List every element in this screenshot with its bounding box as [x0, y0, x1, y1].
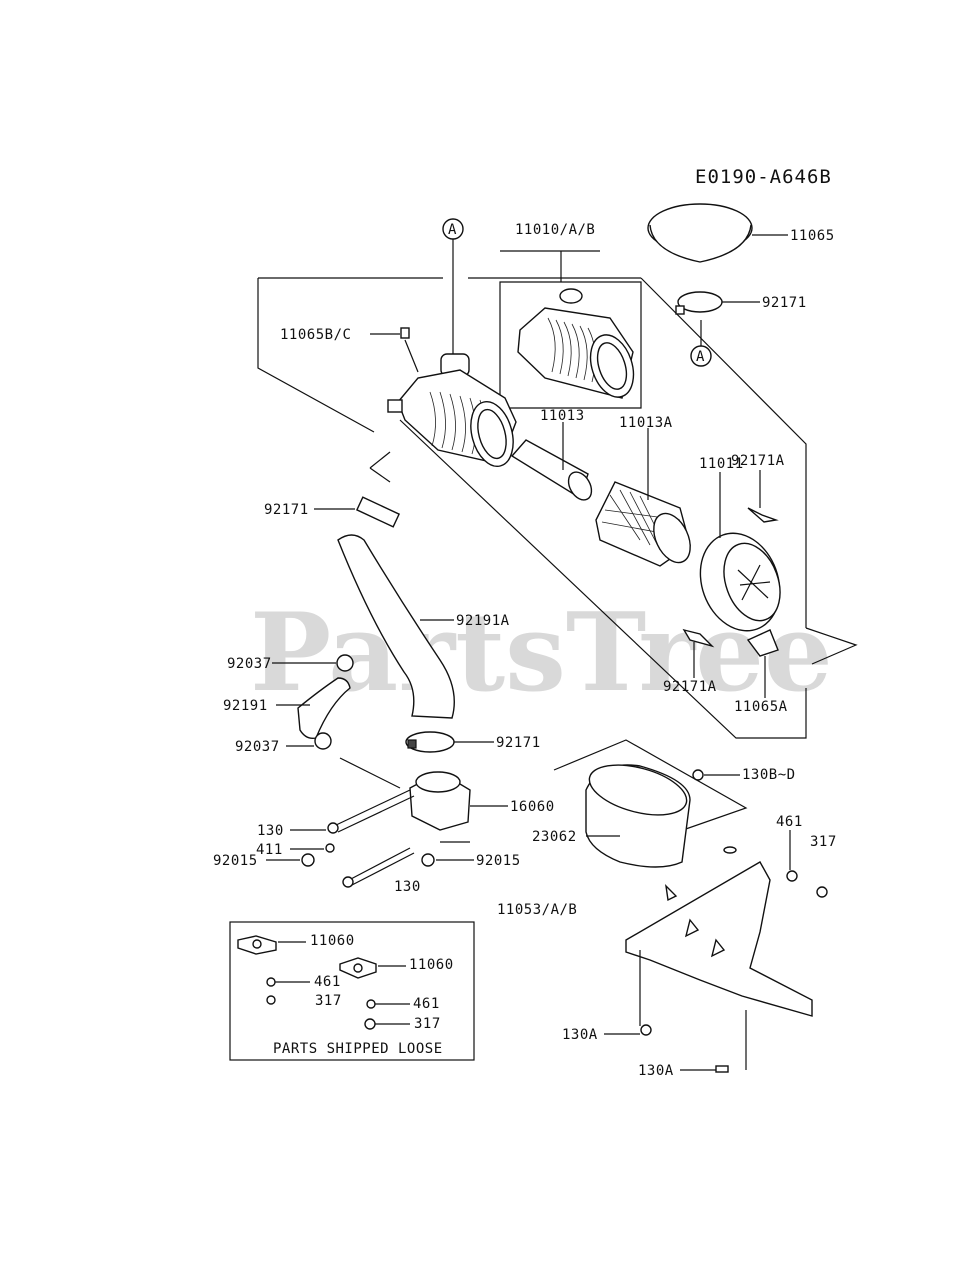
air-cleaner-cover: [699, 472, 781, 632]
hose-clamp-top: [675, 291, 760, 315]
nut-washer-right: [786, 830, 828, 898]
air-cleaner-cap: [647, 203, 788, 263]
label-92037-b: 92037: [235, 739, 280, 755]
label-92171a-top: 92171A: [731, 453, 785, 469]
label-23062: 23062: [532, 829, 577, 845]
label-317-b: 317: [315, 993, 342, 1009]
label-130a-a: 130A: [562, 1027, 598, 1043]
callout-a-top: A: [442, 218, 464, 356]
leader-lines: [266, 508, 716, 1071]
label-92191: 92191: [223, 698, 268, 714]
label-11065: 11065: [790, 228, 835, 244]
shroud-plate: [625, 846, 813, 1073]
label-92015-b: 92015: [476, 853, 521, 869]
label-11065bc: 11065B/C: [280, 327, 351, 343]
label-92015-a: 92015: [213, 853, 258, 869]
air-cleaner-body: [387, 353, 517, 467]
label-11013a: 11013A: [619, 415, 673, 431]
small-hose: [297, 654, 354, 750]
label-130bd: 130B~D: [742, 767, 796, 783]
label-11060-b: 11060: [409, 957, 454, 973]
hose-clamp-mid: [405, 731, 494, 753]
label-411: 411: [256, 842, 283, 858]
label-11010: 11010/A/B: [515, 222, 595, 238]
kit-box-caption: PARTS SHIPPED LOOSE: [273, 1041, 443, 1057]
label-11011: 11011: [699, 456, 744, 472]
label-92171-mid: 92171: [496, 735, 541, 751]
svg-text:A: A: [448, 222, 457, 238]
label-11060-a: 11060: [310, 933, 355, 949]
label-130a-b: 130A: [638, 1063, 674, 1079]
label-11013: 11013: [540, 408, 585, 424]
label-92171-left: 92171: [264, 502, 309, 518]
label-92171a-bottom: 92171A: [663, 679, 717, 695]
label-317-a: 317: [810, 834, 837, 850]
svg-text:A: A: [696, 349, 705, 365]
air-cleaner-housing-inset: [499, 250, 642, 409]
label-11053: 11053/A/B: [497, 902, 577, 918]
diagram-code: E0190-A646B: [695, 166, 832, 188]
intake-elbow: [339, 757, 508, 831]
parts-shipped-loose-box: [229, 921, 475, 1061]
label-92171-top: 92171: [762, 295, 807, 311]
label-92191a: 92191A: [456, 613, 510, 629]
elbow-bolts: [301, 789, 470, 888]
assembly-frame: [257, 277, 858, 739]
air-shroud: [553, 739, 748, 868]
cover-clip-bottom: [682, 628, 715, 678]
label-130-a: 130: [257, 823, 284, 839]
cover-clip-top: [747, 470, 779, 523]
label-130-b: 130: [394, 879, 421, 895]
label-11065a: 11065A: [734, 699, 788, 715]
valve-part: [370, 327, 419, 373]
label-461-c: 461: [413, 996, 440, 1012]
inner-filter-element: [510, 422, 593, 501]
intake-hose: [337, 451, 455, 719]
label-461-a: 461: [776, 814, 803, 830]
label-317-c: 317: [414, 1016, 441, 1032]
label-92037-a: 92037: [227, 656, 272, 672]
outer-filter-element: [595, 428, 691, 567]
callout-a-right: A: [690, 320, 712, 367]
label-16060: 16060: [510, 799, 555, 815]
label-461-b: 461: [314, 974, 341, 990]
evacuator-valve: [746, 629, 779, 698]
